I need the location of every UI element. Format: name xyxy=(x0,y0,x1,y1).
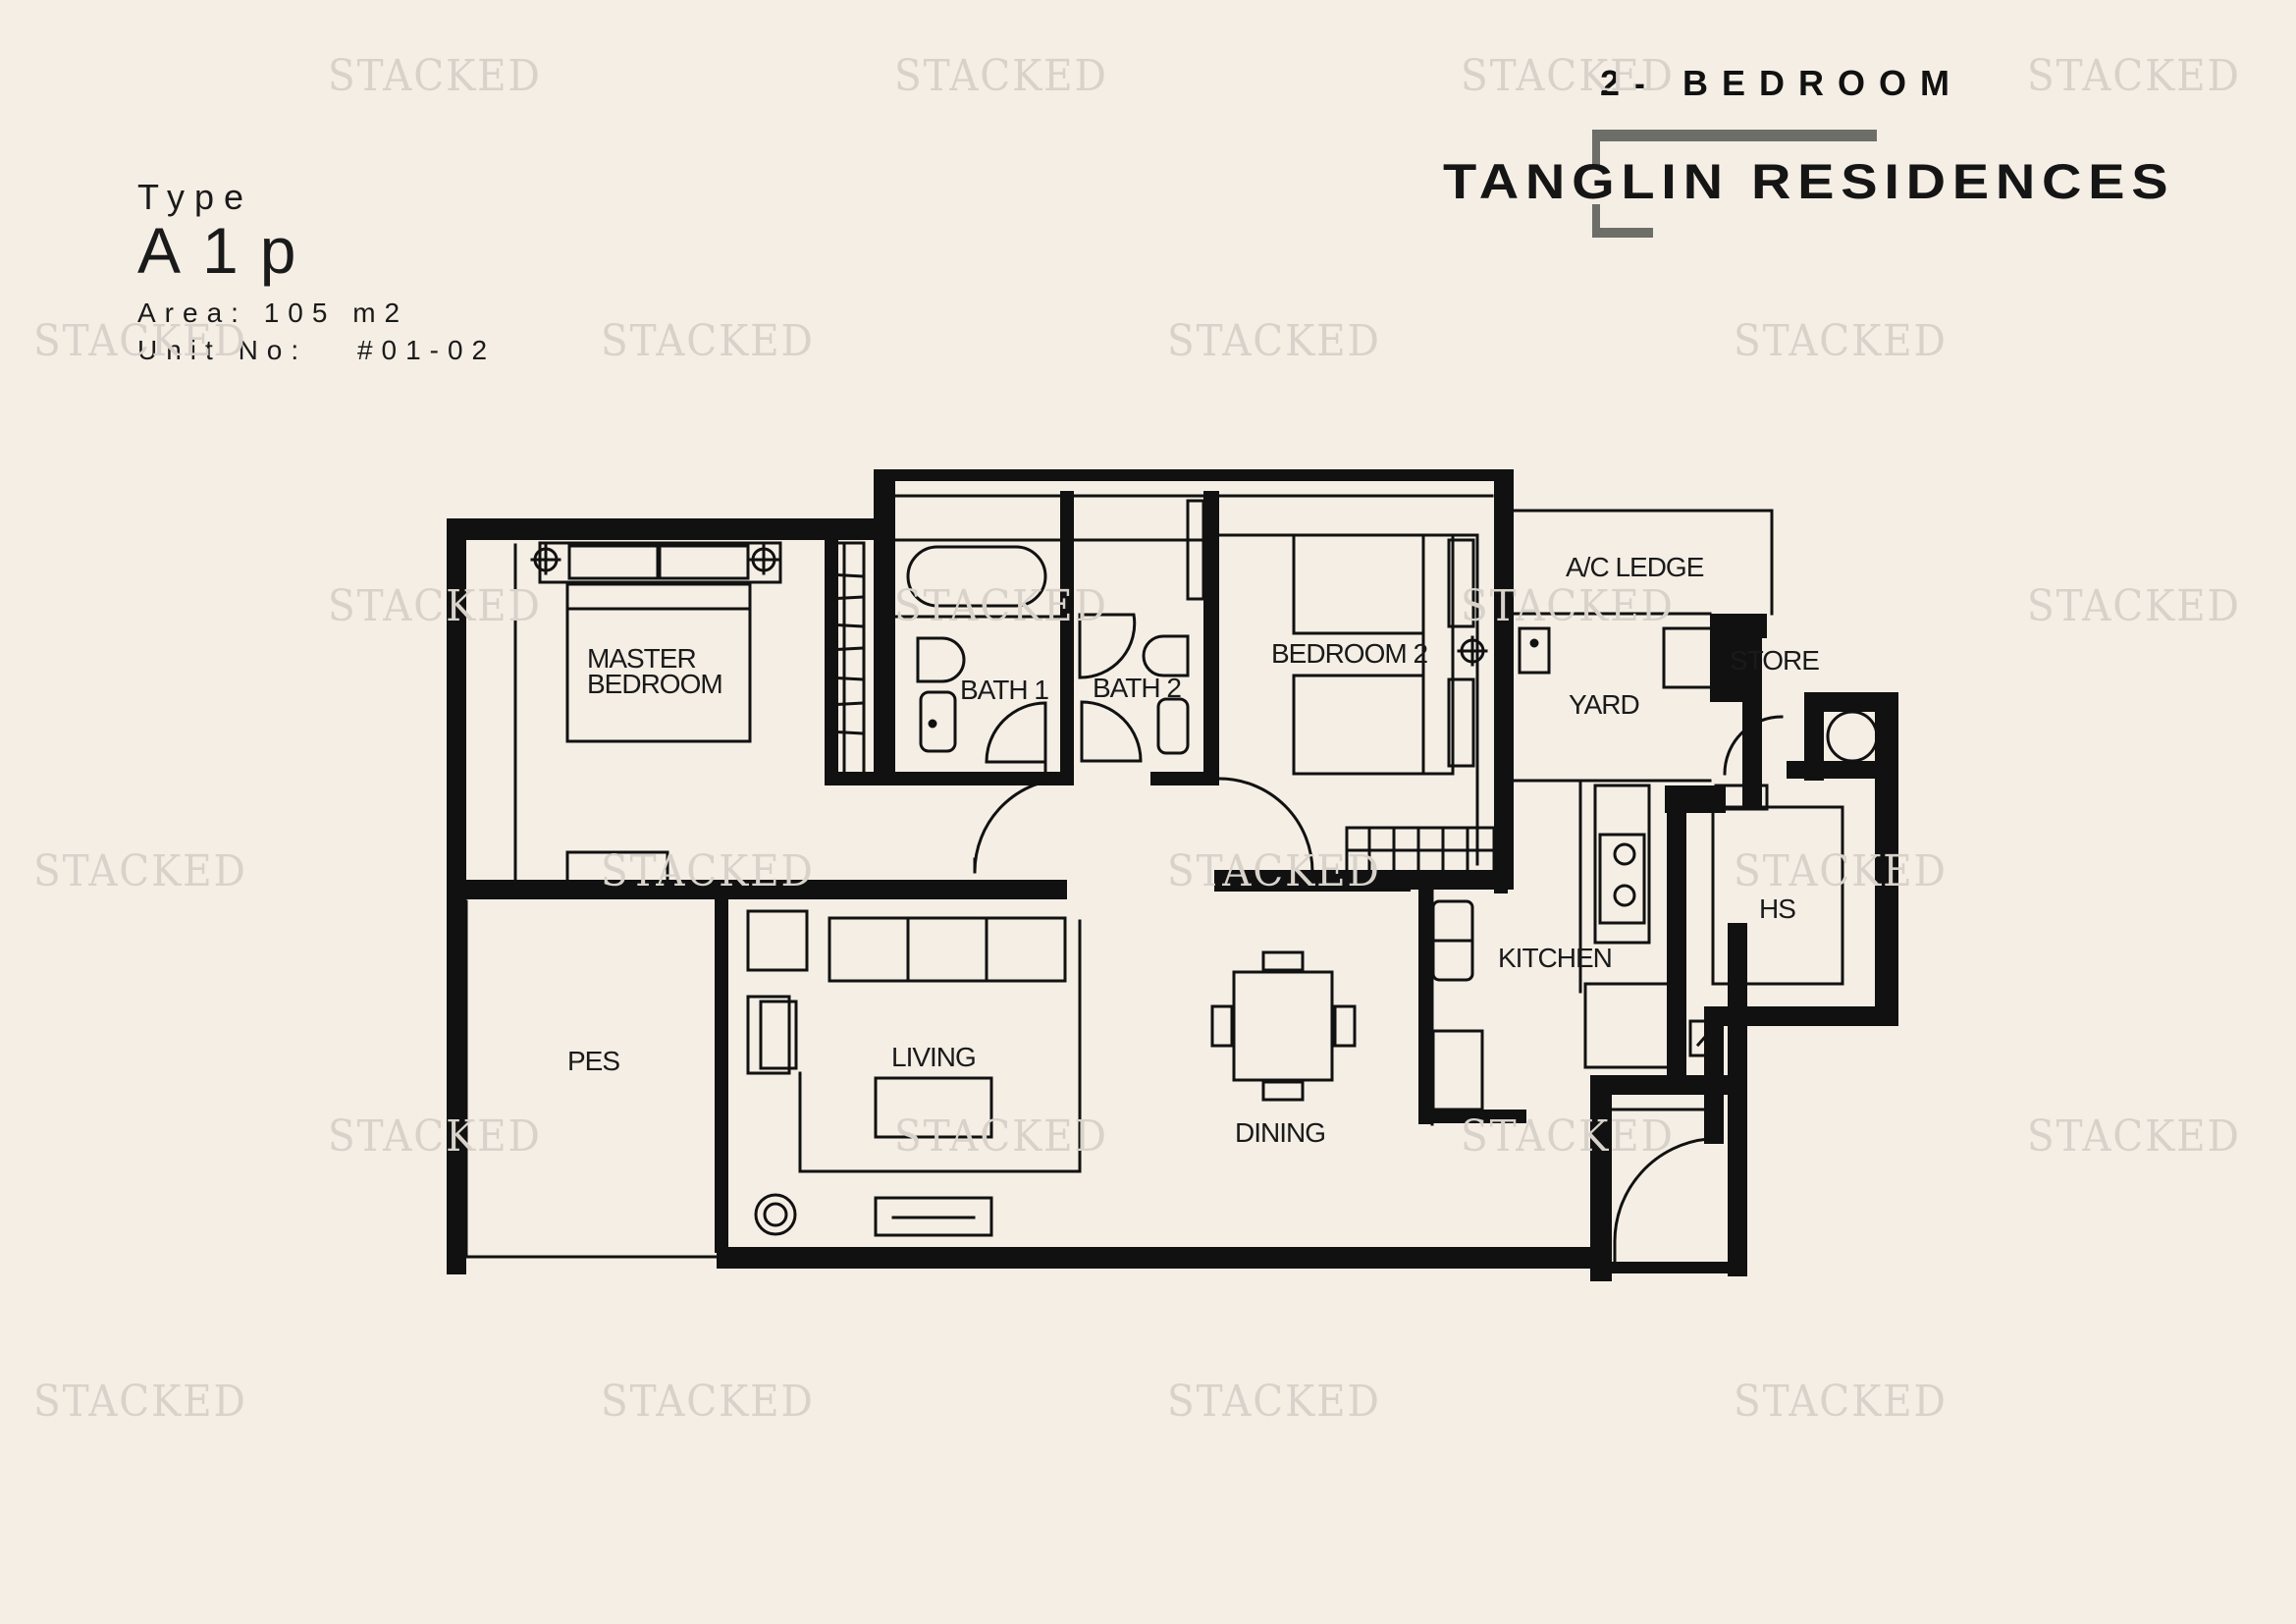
bedroom2-bed-icon xyxy=(1292,533,1488,776)
room-label-dining: DINING xyxy=(1235,1117,1325,1148)
kitchen-fixtures-icon xyxy=(1431,784,1722,1111)
area-row: Area: 105 m2 xyxy=(137,295,496,332)
unit-value: #01-02 xyxy=(356,335,497,365)
room-label-master-bedroom: MASTER xyxy=(587,643,696,674)
area-label: Area: xyxy=(137,298,247,328)
dining-table-icon xyxy=(1210,950,1357,1102)
hs-room-outline xyxy=(1711,805,1844,986)
yard-fixtures-icon xyxy=(1518,626,1879,811)
unit-info: Type A1p Area: 105 m2 Unit No: #01-02 xyxy=(137,177,496,369)
door-swings-icon xyxy=(973,715,1784,1273)
room-label-pes: PES xyxy=(567,1046,619,1076)
room-label-living: LIVING xyxy=(891,1042,976,1072)
project-name: TANGLIN RESIDENCES xyxy=(1443,154,2175,209)
bath1-fixtures-icon xyxy=(906,545,1047,778)
exterior-walls xyxy=(447,469,1898,1281)
room-label-yard: YARD xyxy=(1569,689,1639,720)
master-bed-icon xyxy=(530,541,782,743)
room-label-bedroom2: BEDROOM 2 xyxy=(1271,638,1427,669)
living-tv-console-icon xyxy=(754,1193,993,1237)
bedroom-count: 2- BEDROOM xyxy=(1600,63,1964,103)
type-value: A1p xyxy=(137,214,318,287)
room-label-store: STORE xyxy=(1730,645,1819,676)
room-label-master-bedroom: BEDROOM xyxy=(587,669,722,699)
thin-lines xyxy=(464,494,1774,1259)
room-label-bath1: BATH 1 xyxy=(960,675,1048,705)
unit-label: Unit No: xyxy=(137,335,308,365)
room-label-hs: HS xyxy=(1759,893,1795,924)
type-label: Type xyxy=(137,177,254,217)
room-label-bath2: BATH 2 xyxy=(1093,673,1181,703)
bath2-fixtures-icon xyxy=(1078,499,1205,763)
logo-bar-vertical-bottom xyxy=(1592,204,1600,238)
master-wardrobe-icon xyxy=(826,541,866,776)
logo-bar-vertical-top xyxy=(1592,130,1600,169)
master-dresser-icon xyxy=(565,850,669,884)
unit-row: Unit No: #01-02 xyxy=(137,332,496,369)
area-value: 105 m2 xyxy=(263,298,409,328)
living-sofa-icon xyxy=(746,909,1082,1173)
logo-bar-top xyxy=(1592,130,1877,141)
bedroom2-wardrobe-icon xyxy=(1345,826,1496,874)
unit-meta: Area: 105 m2 Unit No: #01-02 xyxy=(137,295,496,369)
room-label-kitchen: KITCHEN xyxy=(1498,943,1612,973)
interior-walls xyxy=(715,491,1875,1253)
logo-bar-bottom xyxy=(1592,228,1653,238)
room-label-ac-ledge: A/C LEDGE xyxy=(1566,552,1704,582)
